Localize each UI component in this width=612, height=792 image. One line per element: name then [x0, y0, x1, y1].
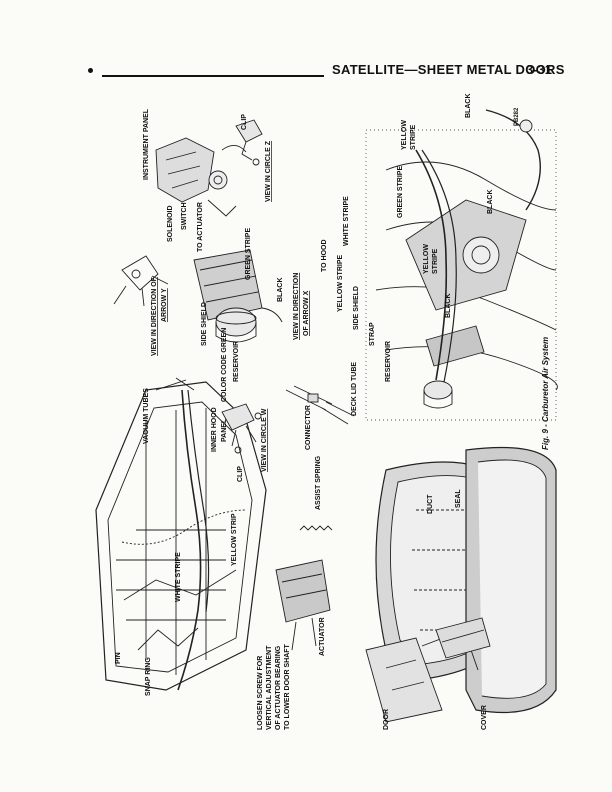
label-yellow-strip: YELLOW STRIP	[231, 513, 238, 566]
label-inner-hood-panel-2: PANEL	[221, 418, 228, 442]
label-connector: CONNECTOR	[305, 405, 312, 450]
cover-drawing	[435, 617, 491, 659]
label-clip-top: CLIP	[241, 114, 248, 130]
label-switch: SWITCH	[181, 202, 188, 230]
label-pin: PIN	[115, 652, 122, 664]
label-view-arrow-x-1: VIEW IN DIRECTION	[293, 273, 300, 340]
connector-drawing	[285, 385, 355, 425]
label-green-stripe-right: GREEN STRIPE	[397, 166, 404, 218]
label-side-shield-right: SIDE SHIELD	[353, 286, 360, 330]
label-clip-mid: CLIP	[237, 466, 244, 482]
exploded-diagram: INSTRUMENT PANEL CLIP VIEW IN CIRCLE Z S…	[95, 94, 558, 731]
label-assist-spring: ASSIST SPRING	[315, 455, 322, 510]
page-number: 3-31	[525, 62, 552, 77]
label-duct: DUCT	[427, 494, 434, 514]
label-actuator: ACTUATOR	[319, 617, 326, 656]
actuator-drawing	[275, 559, 331, 651]
label-seal: SEAL	[455, 489, 462, 508]
figure-caption: Fig. 9 - Carburetor Air System	[541, 337, 550, 450]
label-inner-hood-panel-1: INNER HOOD	[211, 407, 218, 452]
label-door: DOOR	[383, 709, 390, 730]
label-vacuum-tubes: VACUUM TUBES	[143, 388, 150, 444]
label-loosen-1: LOOSEN SCREW FOR	[257, 656, 264, 730]
running-title: SATELLITE—SHEET METAL DOORS	[332, 62, 565, 77]
header-rule	[102, 75, 324, 77]
label-view-arrow-y-1: VIEW IN DIRECTION OF	[151, 276, 158, 356]
label-loosen-3: OF ACTUATOR BEARING	[275, 645, 282, 730]
bullet-mark	[88, 68, 93, 73]
label-to-actuator: TO ACTUATOR	[197, 202, 204, 252]
figure-reference: PB282	[514, 107, 520, 126]
label-yellow-stripe-right: YELLOW STRIPE	[337, 255, 344, 313]
label-white-stripe-right: WHITE STRIPE	[343, 196, 350, 246]
label-loosen-2: VERTICAL ADJUSTMENT	[266, 645, 273, 730]
label-yellow-center-1: YELLOW	[423, 244, 430, 274]
label-reservoir-right: RESERVOIR	[385, 341, 392, 382]
label-view-circle-z: VIEW IN CIRCLE Z	[265, 140, 272, 202]
label-black-right: BLACK	[487, 190, 494, 215]
label-snap-ring: SNAP RING	[145, 657, 152, 696]
reservoir-left-drawing	[193, 249, 283, 343]
label-yellow-stripe-top-2: STRIPE	[410, 124, 417, 150]
label-green-stripe-mid: GREEN STRIPE	[245, 228, 252, 280]
label-side-shield-left: SIDE SHIELD	[201, 302, 208, 346]
label-instrument-panel: INSTRUMENT PANEL	[143, 108, 150, 180]
label-color-code-green: COLOR CODE GREEN	[221, 328, 228, 402]
line-art	[95, 109, 558, 723]
label-view-arrow-y-2: ARROW Y	[161, 288, 168, 322]
engine-compartment-drawing	[365, 109, 558, 421]
label-black-center: BLACK	[445, 294, 452, 319]
solenoid-drawing	[155, 137, 247, 217]
label-loosen-4: TO LOWER DOOR SHAFT	[284, 643, 291, 730]
label-white-stripe-left: WHITE STRIPE	[175, 552, 182, 602]
label-view-circle-w: VIEW IN CIRCLE W	[261, 408, 268, 472]
switch-view-drawing	[113, 255, 169, 307]
label-black-top: BLACK	[465, 94, 472, 119]
door-drawing	[365, 629, 479, 723]
label-deck-lid-tube: DECK LID TUBE	[351, 362, 358, 416]
page-header: SATELLITE—SHEET METAL DOORS 3-31	[88, 62, 564, 82]
hood-panel-drawing	[95, 381, 267, 691]
label-strap: STRAP	[369, 322, 376, 346]
clip-z-drawing	[235, 119, 263, 166]
label-reservoir-left: RESERVOIR	[233, 341, 240, 382]
assist-spring-drawing	[299, 525, 333, 531]
label-black-mid: BLACK	[277, 278, 284, 303]
clip-w-drawing	[221, 403, 262, 454]
label-to-hood: TO HOOD	[321, 239, 328, 272]
label-yellow-center-2: STRIPE	[432, 248, 439, 274]
label-cover: COVER	[481, 705, 488, 730]
label-solenoid: SOLENOID	[167, 205, 174, 242]
label-yellow-stripe-top-1: YELLOW	[401, 120, 408, 150]
labels: INSTRUMENT PANEL CLIP VIEW IN CIRCLE Z S…	[115, 94, 550, 731]
label-view-arrow-x-2: OF ARROW X	[303, 290, 310, 336]
carburetor-air-system-figure: INSTRUMENT PANEL CLIP VIEW IN CIRCLE Z S…	[86, 90, 564, 730]
seal-drawing	[465, 446, 557, 713]
